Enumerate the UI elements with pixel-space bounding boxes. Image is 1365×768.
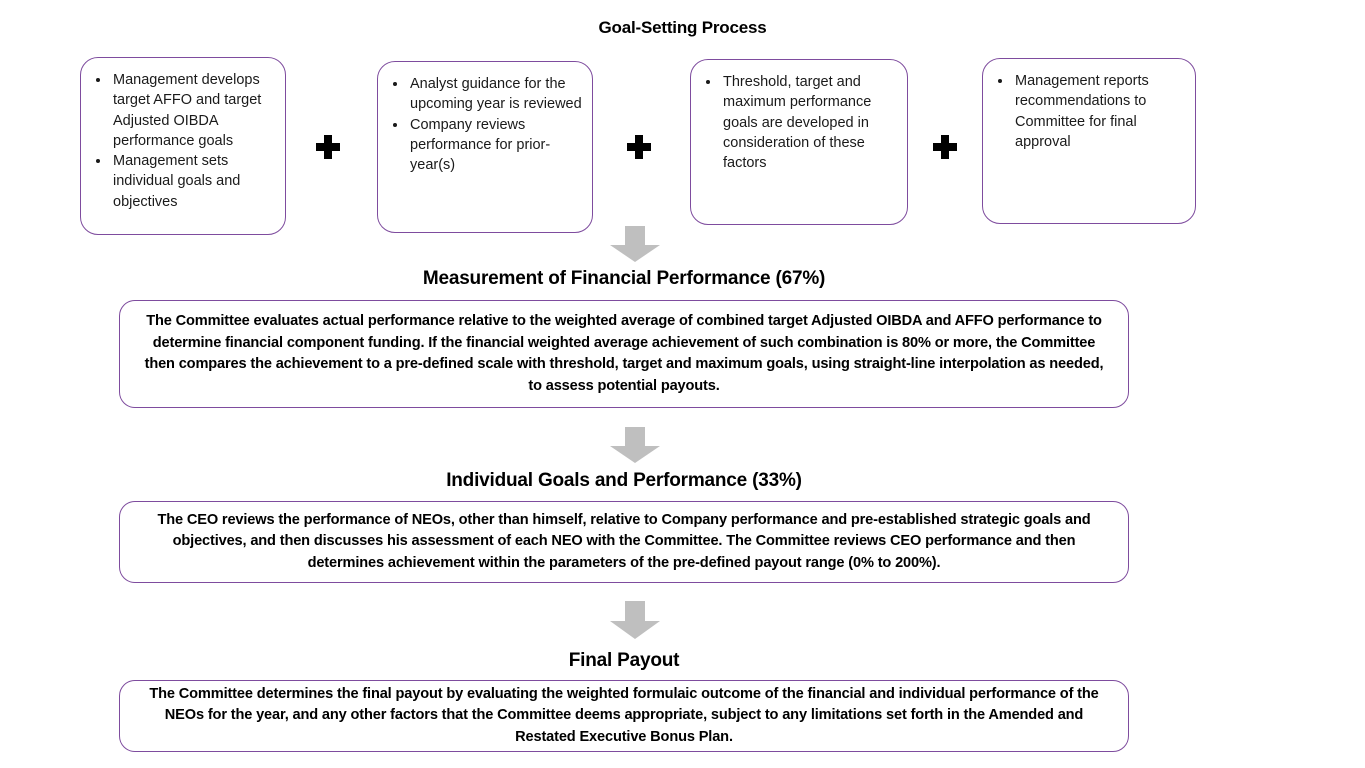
bullet-list: Analyst guidance for the upcoming year i… (378, 62, 592, 183)
list-item: Management sets individual goals and obj… (111, 151, 275, 212)
list-item: Company reviews performance for prior-ye… (408, 115, 582, 176)
final-payout-box: The Committee determines the final payou… (119, 680, 1129, 752)
plus-icon-1 (316, 135, 340, 159)
bullet-list: Management reports recommendations to Co… (983, 59, 1195, 160)
financial-performance-text: The Committee evaluates actual performan… (144, 313, 1104, 394)
diagram-title: Goal-Setting Process (598, 18, 767, 37)
plus-icon-2 (627, 135, 651, 159)
plus-icon-3 (933, 135, 957, 159)
bullet-list: Management develops target AFFO and targ… (81, 58, 285, 220)
financial-performance-heading: Measurement of Financial Performance (67… (422, 268, 826, 289)
list-item: Management develops target AFFO and targ… (111, 70, 275, 151)
list-item: Analyst guidance for the upcoming year i… (408, 74, 582, 115)
top-box-analyst-guidance: Analyst guidance for the upcoming year i… (377, 61, 593, 233)
financial-performance-box: The Committee evaluates actual performan… (119, 300, 1129, 408)
individual-goals-box: The CEO reviews the performance of NEOs,… (119, 501, 1129, 583)
list-item: Threshold, target and maximum performanc… (721, 72, 897, 173)
bullet-list: Threshold, target and maximum performanc… (691, 60, 907, 181)
final-payout-heading: Final Payout (568, 650, 680, 671)
top-box-management-reports: Management reports recommendations to Co… (982, 58, 1196, 224)
down-arrow-3 (610, 601, 660, 639)
down-arrow-2 (610, 427, 660, 463)
list-item: Management reports recommendations to Co… (1013, 71, 1185, 152)
top-box-threshold-target-maximum: Threshold, target and maximum performanc… (690, 59, 908, 225)
individual-goals-text: The CEO reviews the performance of NEOs,… (157, 511, 1091, 571)
top-box-management-goals: Management develops target AFFO and targ… (80, 57, 286, 235)
down-arrow-1 (610, 226, 660, 262)
individual-goals-heading: Individual Goals and Performance (33%) (446, 470, 802, 491)
final-payout-text: The Committee determines the final payou… (149, 685, 1099, 745)
